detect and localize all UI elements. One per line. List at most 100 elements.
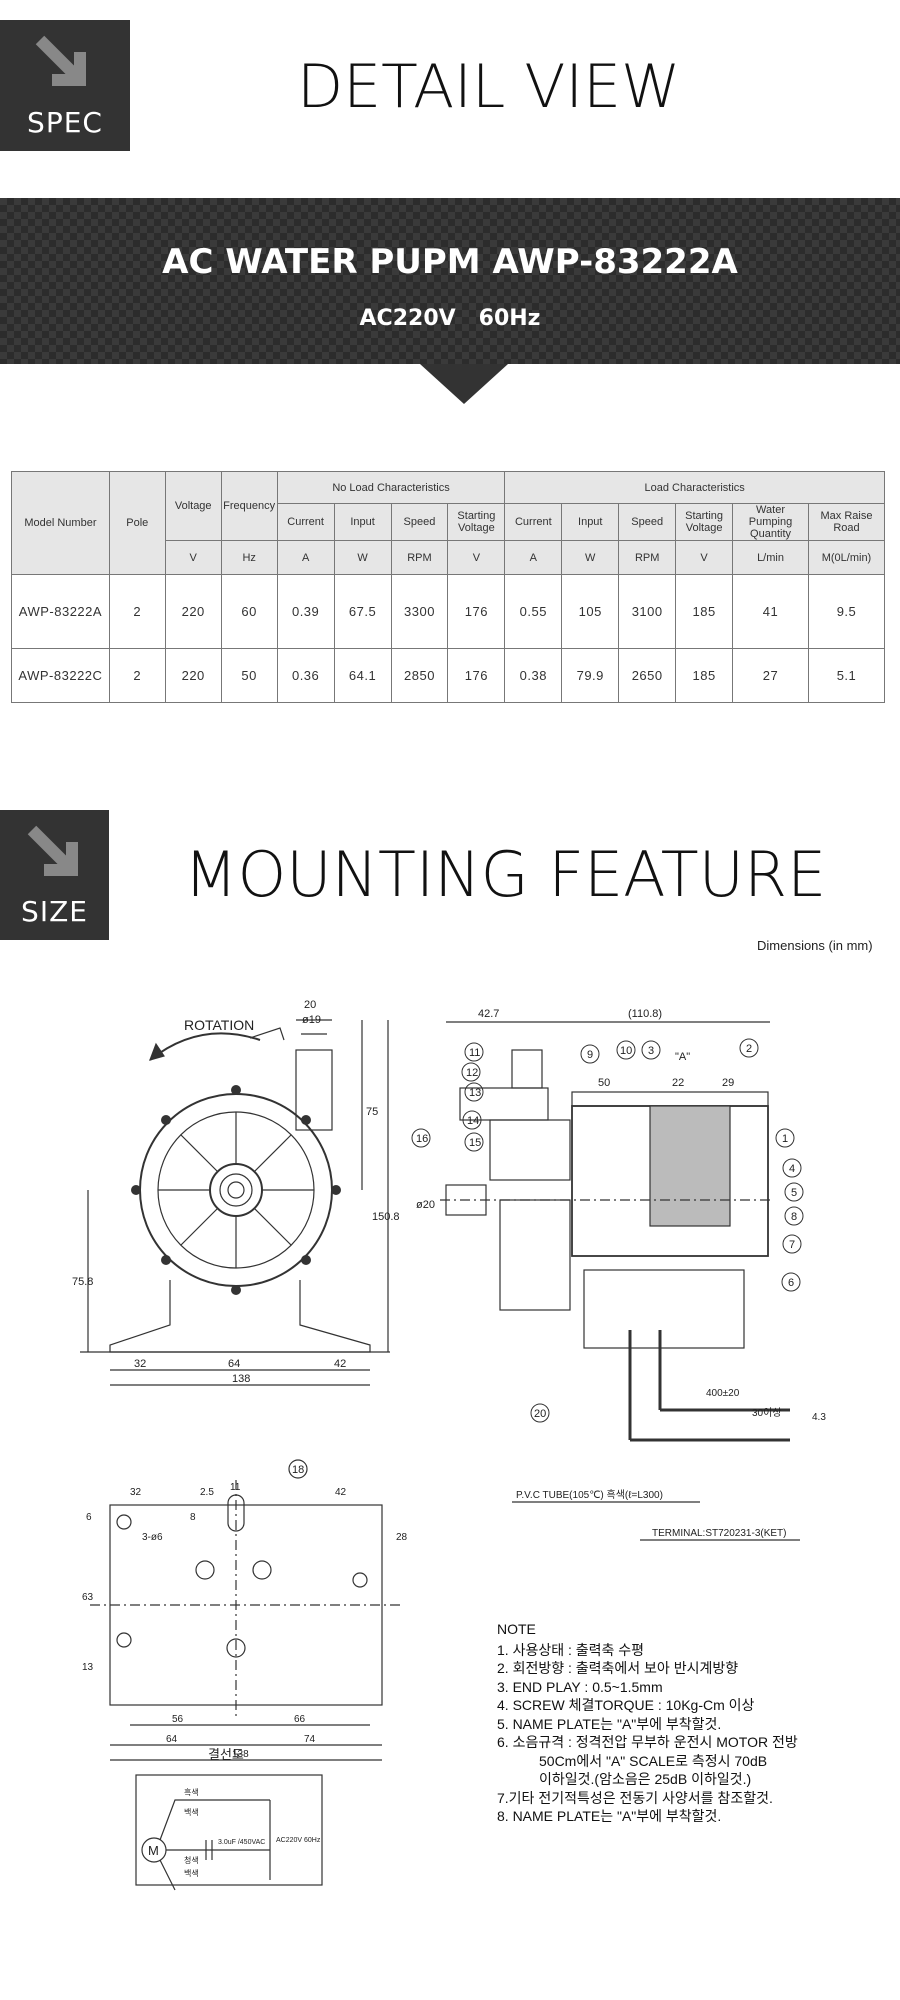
table-cell: 176: [447, 574, 506, 649]
dim-label: 42.7: [478, 1008, 499, 1020]
dim-label: 6: [86, 1512, 92, 1523]
header-max-raise: Max Raise Road: [807, 503, 886, 541]
table-cell: 2850: [390, 648, 449, 703]
dim-label: 3-ø6: [142, 1532, 163, 1543]
callout-label: 4: [789, 1163, 795, 1175]
table-cell: 3300: [390, 574, 449, 649]
dim-label: 66: [294, 1714, 306, 1725]
header-no-load: No Load Characteristics: [276, 471, 506, 504]
wiring-diagram: 결선도 M 흑색 백색 청색 백색 3.0uF /450VAC AC220V 6…: [135, 1747, 323, 1891]
header-pole: Pole: [108, 471, 166, 575]
callout-label: 13: [469, 1087, 481, 1099]
dim-label: 138: [232, 1749, 249, 1760]
technical-drawing: ROTATION 20 ø19 75 150.8: [72, 999, 826, 1891]
callout-markers: 11 12 13 14 15 16 9 10 3 2 1 4 5 8 7 6 2…: [411, 1038, 804, 1423]
callout-label: 7: [789, 1239, 795, 1251]
arrow-down-right-icon: [35, 35, 86, 86]
dim-label: 400±20: [706, 1388, 740, 1399]
wire-label: 백색: [184, 1807, 199, 1817]
table-row: AWP-83222A 2 220 60 0.39 67.5 3300 176 0…: [11, 574, 886, 649]
table-cell: 64.1: [333, 648, 392, 703]
note-line: 이하일것.(암소음은 25dB 이하일것.): [539, 1771, 752, 1787]
unit-cell: M(0L/min): [807, 540, 886, 575]
note-line: 7.기타 전기적특성은 전동기 사양서를 참조할것.: [497, 1789, 773, 1806]
unit-cell: V: [164, 540, 222, 575]
callout-label: 18: [292, 1464, 304, 1476]
header-load: Load Characteristics: [504, 471, 885, 504]
unit-cell: RPM: [618, 540, 677, 575]
callout-label: 11: [469, 1047, 480, 1059]
header-l-speed: Speed: [618, 503, 677, 541]
unit-cell: V: [675, 540, 734, 575]
header-water-pumping: Water Pumping Quantity: [732, 503, 809, 541]
table-cell: 0.38: [504, 648, 563, 703]
base-plate-view: 32 2.5 11 42 6 8 3-ø6 28 63 13 56 66 64 …: [82, 1459, 408, 1761]
header-l-starting-voltage: Starting Voltage: [675, 503, 734, 541]
dim-label: 64: [166, 1734, 178, 1745]
note-line: 6. 소음규격 : 정격전압 무부하 운전시 MOTOR 전방: [497, 1734, 798, 1750]
banner-notch: [420, 364, 508, 404]
callout-label: 6: [788, 1277, 794, 1289]
table-cell: 2: [108, 574, 166, 649]
spec-table: Model Number Pole Voltage Frequency No L…: [11, 471, 886, 703]
wire-label: 흑색: [184, 1787, 199, 1797]
table-cell: 79.9: [561, 648, 620, 703]
mounting-feature-title: MOUNTING FEATURE: [184, 838, 827, 911]
callout-label: 1: [782, 1133, 788, 1145]
unit-cell: A: [504, 540, 563, 575]
note-line: 8. NAME PLATE는 "A"부에 부착할것.: [497, 1808, 722, 1824]
callout-label: 16: [416, 1133, 428, 1145]
callout-label: 8: [791, 1211, 797, 1223]
dim-label: 74: [304, 1734, 316, 1745]
header-l-input: Input: [561, 503, 620, 541]
header-frequency: Frequency: [220, 471, 278, 541]
table-cell: 220: [164, 574, 222, 649]
table-cell: 0.39: [276, 574, 335, 649]
table-cell: 0.55: [504, 574, 563, 649]
callout-label: 3: [648, 1045, 654, 1057]
size-badge-label: SIZE: [21, 895, 88, 928]
table-cell: 220: [164, 648, 222, 703]
motor-label: M: [148, 1843, 159, 1858]
table-cell: 5.1: [807, 648, 886, 703]
dim-label: 138: [232, 1373, 250, 1385]
table-cell: 41: [732, 574, 809, 649]
unit-cell: RPM: [390, 540, 449, 575]
callout-label: 15: [469, 1137, 481, 1149]
dim-label: 42: [335, 1487, 347, 1498]
table-cell: AWP-83222A: [11, 574, 110, 649]
terminal-label: TERMINAL:ST720231-3(KET): [652, 1528, 787, 1539]
dim-label: "A": [675, 1051, 690, 1063]
header-nl-starting-voltage: Starting Voltage: [447, 503, 506, 541]
note-line: 2. 회전방향 : 출력축에서 보아 반시계방향: [497, 1660, 739, 1676]
dim-label: 29: [722, 1077, 734, 1089]
callout-label: 20: [534, 1408, 546, 1420]
dim-label: ø20: [416, 1199, 435, 1211]
tube-label: P.V.C TUBE(105℃) 흑색(ℓ=L300): [516, 1488, 663, 1501]
header-nl-input: Input: [333, 503, 392, 541]
dim-label: 30이상: [752, 1407, 782, 1419]
table-cell: 176: [447, 648, 506, 703]
dim-label: 63: [82, 1592, 94, 1603]
table-cell: 2650: [618, 648, 677, 703]
dim-label: 64: [228, 1358, 240, 1370]
unit-cell: Hz: [220, 540, 278, 575]
dim-label: 56: [172, 1714, 184, 1725]
spec-badge-label: SPEC: [27, 106, 103, 139]
note-line: 4. SCREW 체결TORQUE : 10Kg-Cm 이상: [497, 1697, 755, 1713]
callout-label: 12: [466, 1067, 478, 1079]
arrow-down-right-icon: [27, 825, 78, 876]
note-line: 1. 사용상태 : 출력축 수평: [497, 1641, 645, 1658]
dim-label: 150.8: [372, 1211, 400, 1223]
dim-label: 32: [134, 1358, 146, 1370]
front-view: ROTATION 20 ø19 75 150.8: [72, 999, 400, 1386]
table-cell: 185: [675, 648, 734, 703]
callout-label: 14: [467, 1115, 479, 1127]
detail-view-title: DETAIL VIEW: [297, 52, 681, 122]
table-row: AWP-83222C 2 220 50 0.36 64.1 2850 176 0…: [11, 648, 886, 703]
table-cell: 2: [108, 648, 166, 703]
unit-cell: L/min: [732, 540, 809, 575]
dim-label: 20: [304, 999, 316, 1011]
note-line: 3. END PLAY : 0.5~1.5mm: [497, 1678, 663, 1695]
table-cell: AWP-83222C: [11, 648, 110, 703]
